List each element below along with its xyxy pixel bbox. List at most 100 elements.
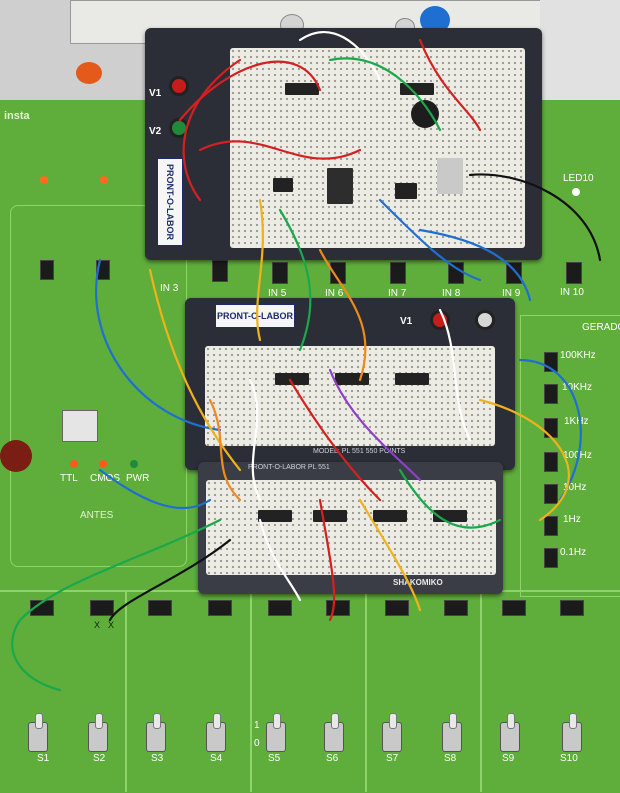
frequency-label: 1KHz (564, 416, 589, 427)
switch-label: S1 (37, 753, 50, 764)
led-indicator (572, 188, 580, 196)
switch-label: S3 (151, 753, 164, 764)
input-socket[interactable] (390, 262, 406, 284)
orange-knob (76, 62, 102, 84)
breadboard-middle[interactable] (205, 346, 495, 446)
ttl-label: TTL (60, 473, 78, 484)
output-socket[interactable] (148, 600, 172, 616)
toggle-switch-s2[interactable] (88, 713, 108, 752)
cmos-label: CMOS (90, 473, 120, 484)
switch-label: S6 (326, 753, 339, 764)
ic-chip (433, 510, 467, 522)
bench-object (540, 0, 620, 100)
toggle-switch-s1[interactable] (28, 713, 48, 752)
toggle-switch-s5[interactable] (266, 713, 286, 752)
selector-switch[interactable] (62, 410, 98, 442)
ground-terminal[interactable] (475, 310, 495, 330)
output-socket[interactable] (90, 600, 114, 616)
pcb-trace (480, 590, 482, 792)
switch-label: S9 (502, 753, 515, 764)
breadboard-bottom[interactable] (206, 480, 496, 575)
ttl-led (70, 460, 78, 468)
output-socket[interactable] (208, 600, 232, 616)
ic-chip (285, 83, 319, 95)
frequency-socket[interactable] (544, 418, 558, 438)
output-socket[interactable] (385, 600, 409, 616)
switch-label: S5 (268, 753, 281, 764)
switch-level-low: 0 (254, 738, 260, 749)
input-socket[interactable] (40, 260, 54, 280)
frequency-label: 0.1Hz (560, 547, 587, 558)
clock-label: ANTES (80, 510, 114, 521)
output-socket[interactable] (326, 600, 350, 616)
top-breadboard-plate: V1 V2 PRONT-O-LABOR (145, 28, 542, 260)
output-socket[interactable] (444, 600, 468, 616)
breadboard-model-text: PRONT-O-LABOR PL 551 (248, 464, 330, 471)
breadboard-model-text: MODEL: PL 551 550 POINTS (313, 448, 406, 455)
ic-chip (395, 183, 417, 199)
v1-terminal[interactable] (430, 310, 450, 330)
toggle-switch-s4[interactable] (206, 713, 226, 752)
toggle-switch-s7[interactable] (382, 713, 402, 752)
input-socket[interactable] (506, 262, 522, 284)
toggle-switch-s3[interactable] (146, 713, 166, 752)
buzzer (411, 100, 439, 128)
output-socket[interactable] (560, 600, 584, 616)
output-socket[interactable] (30, 600, 54, 616)
switch-label: S10 (560, 753, 578, 764)
seven-segment-display (327, 168, 353, 204)
v2-terminal[interactable] (169, 118, 189, 138)
input-socket[interactable] (272, 262, 288, 284)
switch-label: S7 (386, 753, 399, 764)
ic-chip (275, 373, 309, 385)
input-label: IN 5 (268, 288, 287, 299)
input-label: IN 10 (560, 287, 584, 298)
frequency-socket[interactable] (544, 452, 558, 472)
frequency-socket[interactable] (544, 516, 558, 536)
input-socket[interactable] (212, 260, 228, 282)
toggle-switch-s10[interactable] (562, 713, 582, 752)
generator-label: GERADOR (582, 322, 620, 333)
ic-chip (258, 510, 292, 522)
input-socket[interactable] (96, 260, 110, 280)
ic-chip (273, 178, 293, 192)
toggle-switch-s6[interactable] (324, 713, 344, 752)
ic-chip (313, 510, 347, 522)
output-socket[interactable] (502, 600, 526, 616)
v1-terminal[interactable] (169, 76, 189, 96)
middle-breadboard-plate: PRONT-O-LABOR V1 MODEL: PL 551 550 POINT… (185, 298, 515, 470)
toggle-switch-s9[interactable] (500, 713, 520, 752)
frequency-socket[interactable] (544, 484, 558, 504)
v1-label: V1 (400, 316, 413, 327)
v2-label: V2 (149, 126, 162, 137)
input-socket[interactable] (566, 262, 582, 284)
output-socket[interactable] (268, 600, 292, 616)
v1-label: V1 (149, 88, 162, 99)
frequency-label: 100Hz (563, 450, 592, 461)
input-label: IN 3 (160, 283, 179, 294)
frequency-socket[interactable] (544, 548, 558, 568)
board-brand: insta (4, 110, 30, 122)
pront-o-labor-logo: PRONT-O-LABOR (157, 158, 183, 246)
shakomiko-brand: SHAKOMIKO (393, 578, 443, 587)
power-button[interactable] (0, 440, 32, 472)
seven-segment-display (437, 158, 463, 194)
pcb-trace (250, 590, 252, 792)
led-label: LED10 (563, 173, 594, 184)
frequency-socket[interactable] (544, 384, 558, 404)
toggle-switch-s8[interactable] (442, 713, 462, 752)
pront-o-labor-logo: PRONT-O-LABOR (215, 304, 295, 328)
cmos-led (99, 460, 107, 468)
pcb-trace (125, 590, 127, 792)
pcb-trace (365, 590, 367, 792)
frequency-label: 100KHz (560, 350, 596, 361)
led-indicator (40, 176, 48, 184)
pwr-label: PWR (126, 473, 150, 484)
x-mark: X (108, 620, 115, 630)
x-mark: X (94, 620, 101, 630)
breadboard-top[interactable] (230, 48, 525, 248)
input-socket[interactable] (330, 262, 346, 284)
frequency-socket[interactable] (544, 352, 558, 372)
input-socket[interactable] (448, 262, 464, 284)
